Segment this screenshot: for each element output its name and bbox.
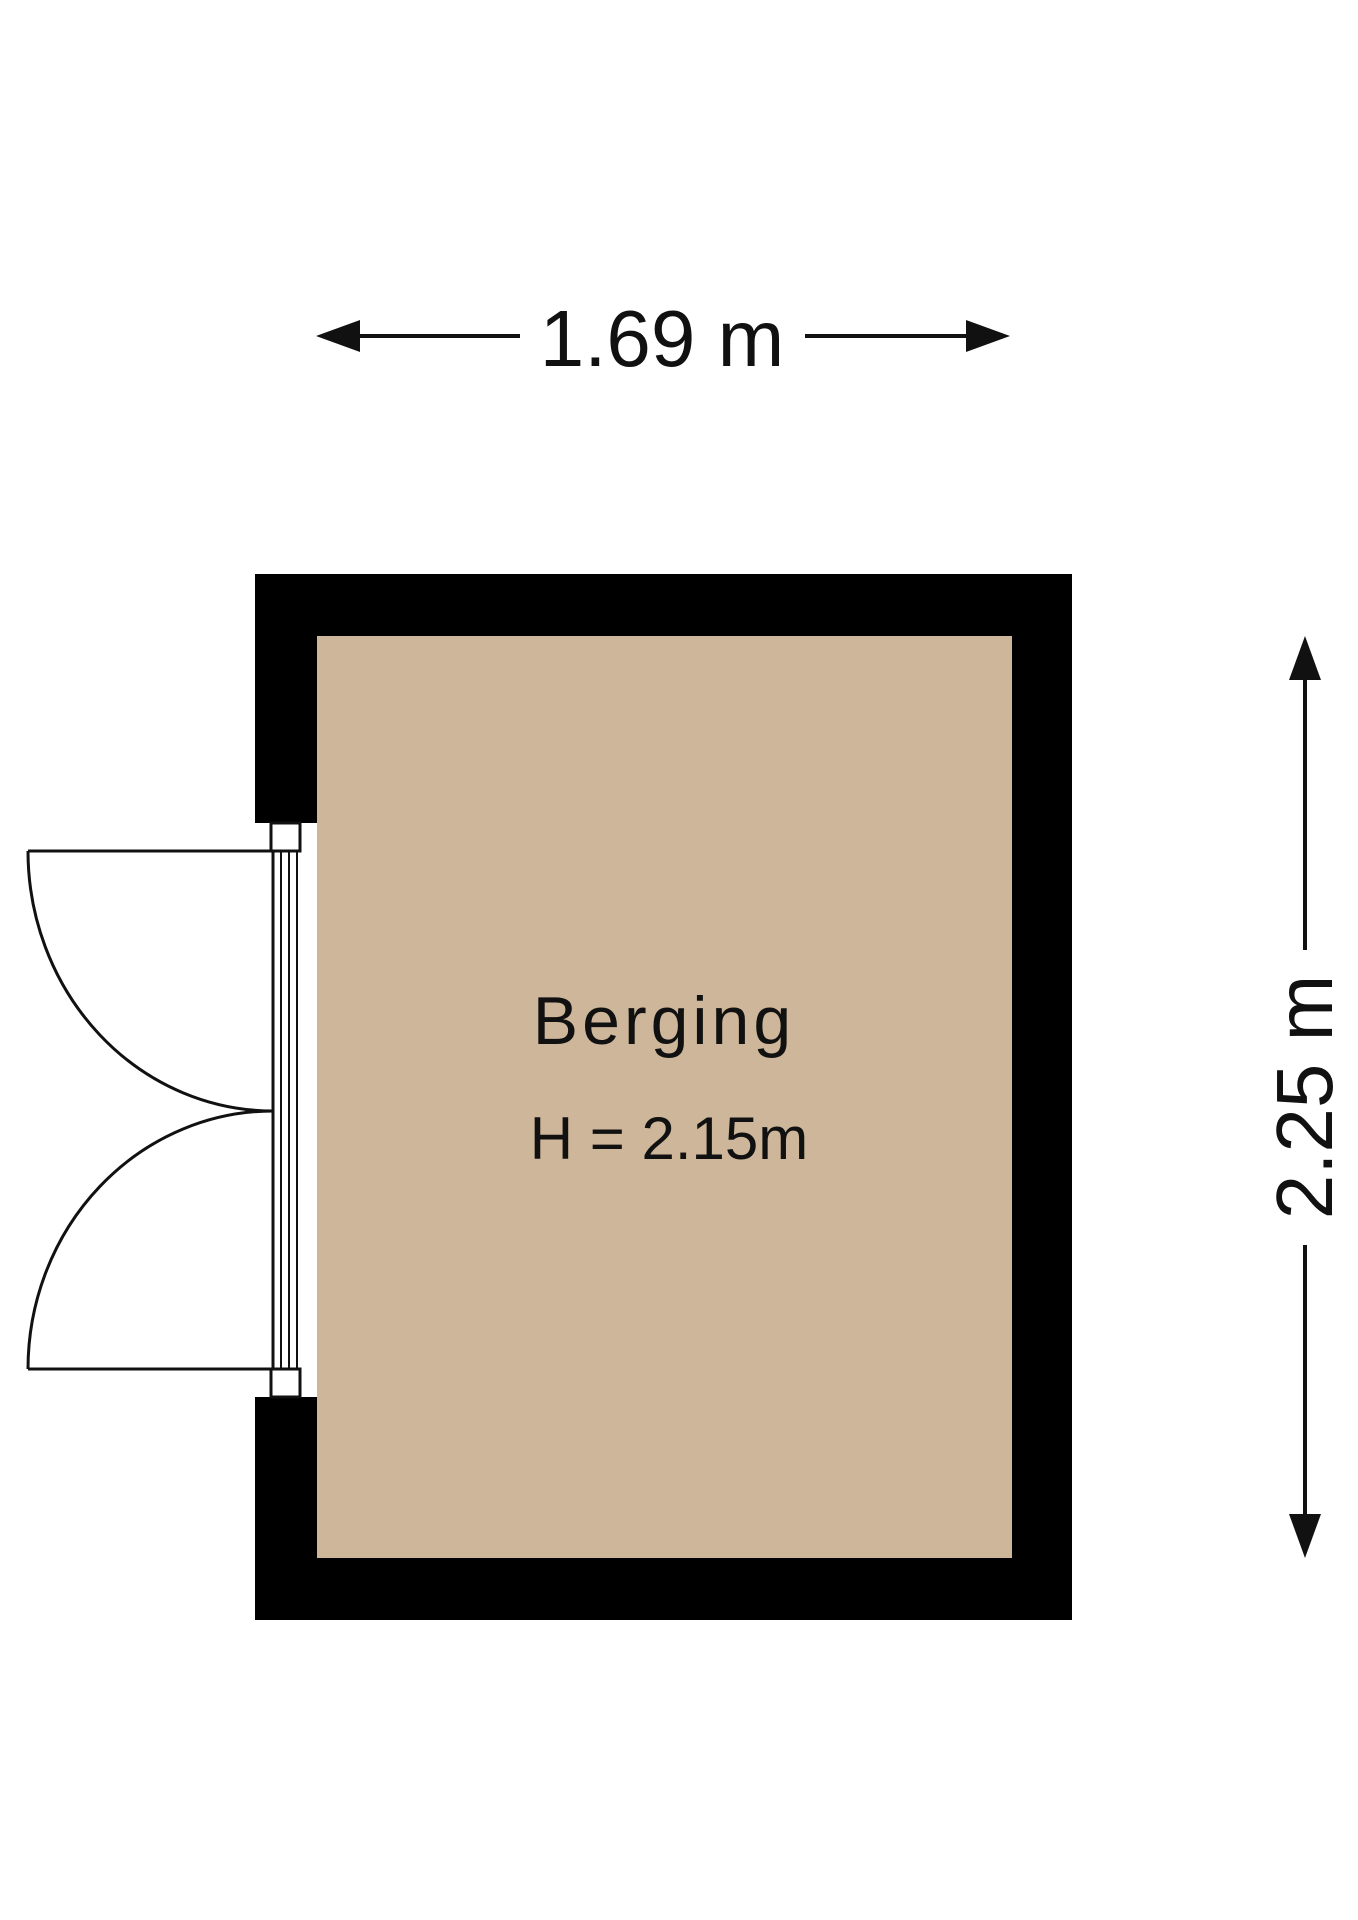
width-label: 1.69 m [540, 294, 785, 383]
width-dimension: 1.69 m [316, 294, 1010, 383]
depth-label: 2.25 m [1260, 975, 1349, 1220]
room-berging [255, 574, 1072, 1620]
room-name-label: Berging [533, 983, 795, 1059]
double-door [26, 821, 302, 1399]
depth-arrow-down-icon [1289, 1514, 1321, 1558]
lower-door-swing-arc [26, 1109, 274, 1370]
width-arrow-left-icon [316, 320, 360, 352]
door-jamb-top [269, 821, 302, 853]
room-floor [317, 636, 1012, 1558]
upper-door-swing-arc [26, 850, 274, 1113]
depth-dimension: 2.25 m [1260, 636, 1349, 1558]
depth-arrow-up-icon [1289, 636, 1321, 680]
door-jamb-bottom [269, 1367, 302, 1399]
width-arrow-right-icon [966, 320, 1010, 352]
door-opening-floor-edge [300, 823, 317, 1397]
room-height-label: H = 2.15m [530, 1105, 808, 1172]
